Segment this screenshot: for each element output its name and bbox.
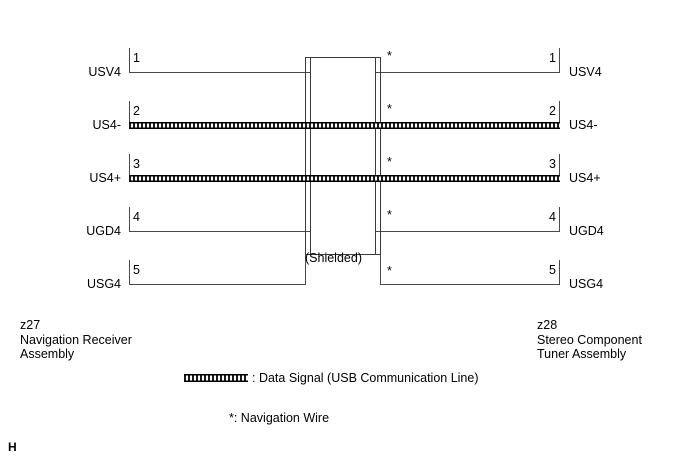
pin-stub-right-2 xyxy=(559,101,560,125)
asterisk-mark-pin-2: * xyxy=(387,102,392,116)
pin-label-right-2: US4- xyxy=(569,118,598,132)
asterisk-mark-pin-4: * xyxy=(387,208,392,222)
caption-left-code: z27 xyxy=(20,318,41,332)
pin-number-right-3: 3 xyxy=(549,157,556,171)
caption-right-code: z28 xyxy=(537,318,558,332)
pin-stub-left-1 xyxy=(129,48,130,72)
legend-data-signal-label: : Data Signal (USB Communication Line) xyxy=(252,371,479,385)
caption-left-name-2: Assembly xyxy=(20,347,75,361)
caption-right-name-1: Stereo Component xyxy=(537,332,642,347)
shield-box-outer xyxy=(305,57,381,255)
legend-data-signal-swatch xyxy=(184,374,248,382)
pin-stub-right-5 xyxy=(559,260,560,284)
pin-label-left-1: USV4 xyxy=(88,65,121,79)
pin-number-right-5: 5 xyxy=(549,263,556,277)
asterisk-mark-pin-3: * xyxy=(387,155,392,169)
caption-stereo-component-tuner: z28 Stereo Component Tuner Assembly xyxy=(537,318,642,362)
pin-number-right-2: 2 xyxy=(549,104,556,118)
wire-pin-5-right-segment xyxy=(380,284,560,285)
pin-number-right-1: 1 xyxy=(549,51,556,65)
legend-navigation-wire-label: *: Navigation Wire xyxy=(229,411,330,425)
pin-label-left-2: US4- xyxy=(92,118,121,132)
connector-stereo-component-tuner xyxy=(0,270,86,463)
wire-pin-2-data-signal xyxy=(129,122,560,129)
pin-stub-left-3 xyxy=(129,154,130,178)
caption-navigation-receiver: z27 Navigation Receiver Assembly xyxy=(20,318,132,362)
pin-stub-right-4 xyxy=(559,207,560,231)
pin-number-right-4: 4 xyxy=(549,210,556,224)
pin-number-left-3: 3 xyxy=(133,157,140,171)
wire-pin-5-right-riser xyxy=(380,255,381,285)
pin-label-right-3: US4+ xyxy=(569,171,601,185)
pin-label-right-1: USV4 xyxy=(569,65,602,79)
pin-label-right-4: UGD4 xyxy=(569,224,604,238)
asterisk-mark-pin-5: * xyxy=(387,264,392,278)
pin-number-left-5: 5 xyxy=(133,263,140,277)
wire-pin-3-data-signal xyxy=(129,175,560,182)
caption-left-name-1: Navigation Receiver xyxy=(20,332,132,347)
wire-pin-5-left-segment xyxy=(129,284,306,285)
pin-stub-left-4 xyxy=(129,207,130,231)
pin-stub-right-1 xyxy=(559,48,560,72)
wire-pin-5-left-riser xyxy=(305,255,306,285)
pin-number-left-4: 4 xyxy=(133,210,140,224)
pin-number-left-1: 1 xyxy=(133,51,140,65)
pin-stub-right-3 xyxy=(559,154,560,178)
pin-label-left-3: US4+ xyxy=(89,171,121,185)
pin-stub-left-5 xyxy=(129,260,130,284)
pin-label-left-4: UGD4 xyxy=(86,224,121,238)
page-mark: H xyxy=(8,440,17,454)
pin-label-right-5: USG4 xyxy=(569,277,604,291)
pin-stub-left-2 xyxy=(129,101,130,125)
caption-right-name-2: Tuner Assembly xyxy=(537,347,627,361)
pin-number-left-2: 2 xyxy=(133,104,140,118)
shield-label: (Shielded) xyxy=(305,251,362,265)
asterisk-mark-pin-1: * xyxy=(387,49,392,63)
shield-box-fill xyxy=(311,58,375,254)
pin-label-left-5: USG4 xyxy=(86,277,121,291)
shield-box-inner-walls xyxy=(310,57,376,255)
